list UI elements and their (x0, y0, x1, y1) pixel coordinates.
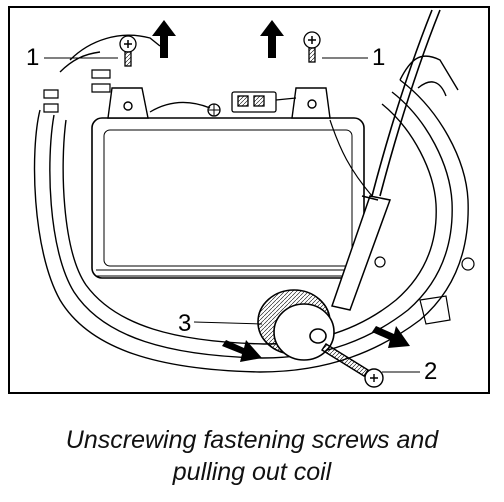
cable (329, 9, 441, 197)
screw-right (303, 31, 321, 63)
callout-coil: 3 (178, 310, 192, 337)
coil (257, 289, 335, 361)
screw-left (119, 35, 137, 67)
left-rib-detail (43, 69, 111, 113)
arrow-out-right-icon (372, 326, 410, 348)
callout-leaders (44, 57, 420, 373)
bolt (321, 343, 384, 388)
control-unit (91, 117, 365, 279)
callout-screws-right: 1 (372, 44, 386, 71)
top-connector (149, 91, 297, 117)
mounting-tabs (107, 87, 331, 119)
caption-line-2: pulling out coil (172, 458, 332, 486)
arrow-up-right-icon (260, 20, 284, 58)
arrow-out-left-icon (222, 340, 262, 362)
technical-drawing (33, 9, 475, 388)
coil-arm (331, 195, 392, 311)
figure-caption: Unscrewing fastening screws and pulling … (0, 424, 504, 488)
caption-line-1: Unscrewing fastening screws and (65, 426, 439, 454)
right-bracket-detail (374, 256, 475, 325)
callout-bolt: 2 (424, 358, 438, 385)
arrow-up-left-icon (152, 20, 176, 58)
callout-screws-left: 1 (26, 44, 40, 71)
